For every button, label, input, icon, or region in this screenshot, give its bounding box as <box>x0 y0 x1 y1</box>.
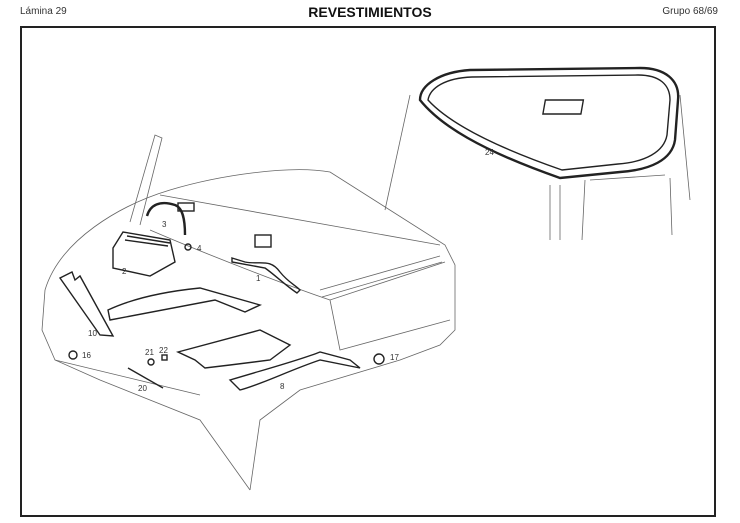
sheet-number: Lámina 29 <box>20 6 67 17</box>
callout-4: 4 <box>197 244 202 253</box>
drawing-frame <box>20 26 716 517</box>
part-8-panel <box>228 351 361 391</box>
callout-labels: 1 2 3 4 8 10 16 17 20 21 22 24 <box>82 148 494 393</box>
callout-1: 1 <box>256 274 261 283</box>
part-10-panel <box>58 271 115 337</box>
part-22-nut <box>161 354 168 361</box>
callout-22: 22 <box>159 346 168 355</box>
panel-lower-floor <box>175 329 292 369</box>
part-20-strip <box>127 367 164 389</box>
group-number: Grupo 68/69 <box>662 6 718 17</box>
callout-17: 17 <box>390 353 399 362</box>
callout-3: 3 <box>162 220 167 229</box>
callout-20: 20 <box>138 384 147 393</box>
callout-16: 16 <box>82 351 91 360</box>
part-21-washer <box>147 358 155 366</box>
callout-8: 8 <box>280 382 285 391</box>
callout-10: 10 <box>88 329 97 338</box>
part-3-handle <box>145 201 187 236</box>
callout-24: 24 <box>485 148 494 157</box>
page-title: REVESTIMIENTOS <box>308 4 432 20</box>
parts <box>58 201 385 391</box>
part-1-profile <box>254 234 272 248</box>
callout-2: 2 <box>122 267 127 276</box>
part-1-seal <box>231 257 301 294</box>
part-3-clip <box>177 202 195 212</box>
cab-body-outline <box>41 134 456 491</box>
part-17-button <box>373 353 385 365</box>
part-16-clip <box>68 350 78 360</box>
roof-section <box>384 66 691 241</box>
part-2-pad <box>112 231 176 277</box>
part-4-screw <box>184 243 192 251</box>
panel-upper-floor <box>107 287 263 321</box>
callout-21: 21 <box>145 348 154 357</box>
